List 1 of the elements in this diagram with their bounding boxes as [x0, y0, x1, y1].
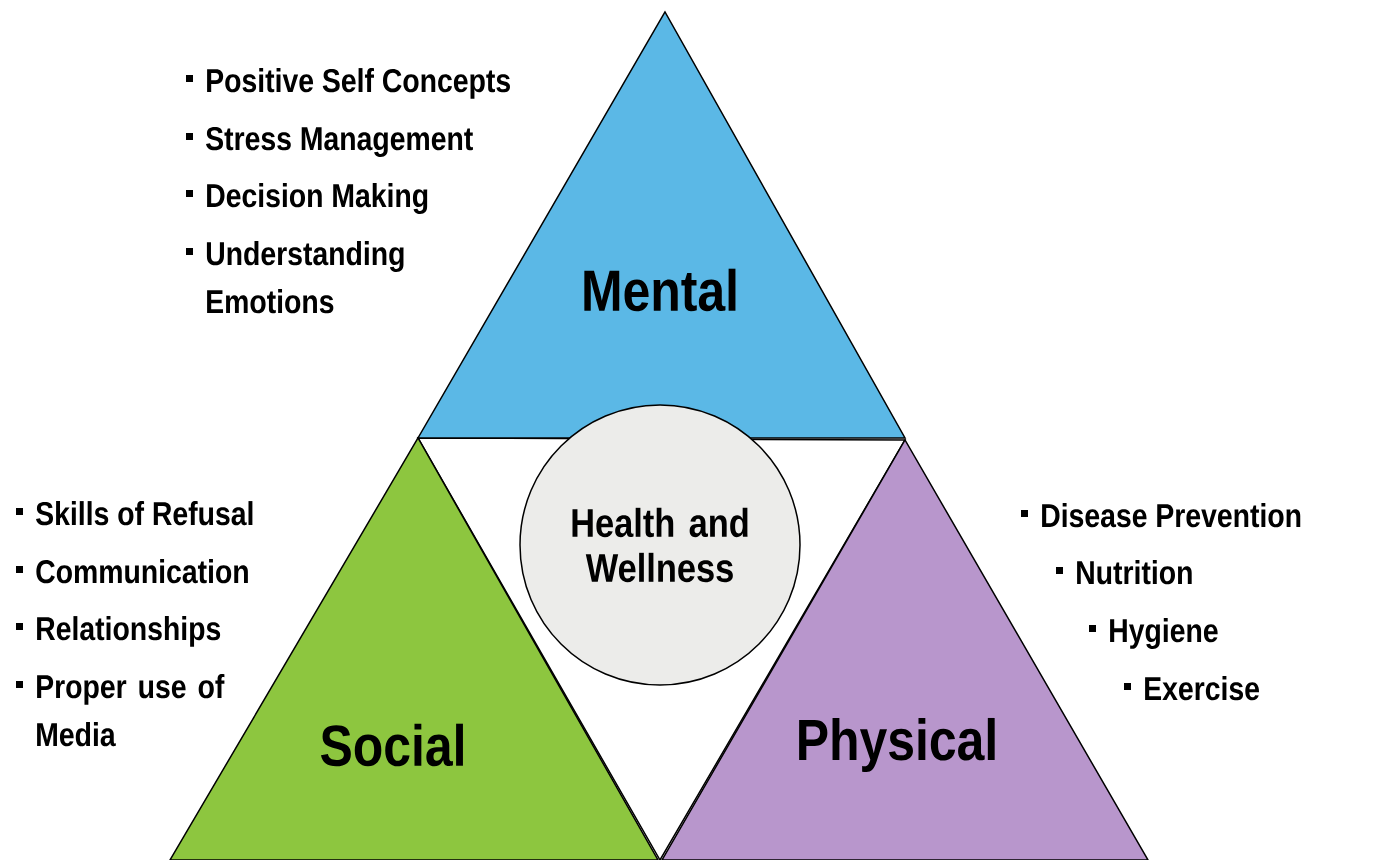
bullet-item: Understanding Emotions: [186, 241, 404, 314]
